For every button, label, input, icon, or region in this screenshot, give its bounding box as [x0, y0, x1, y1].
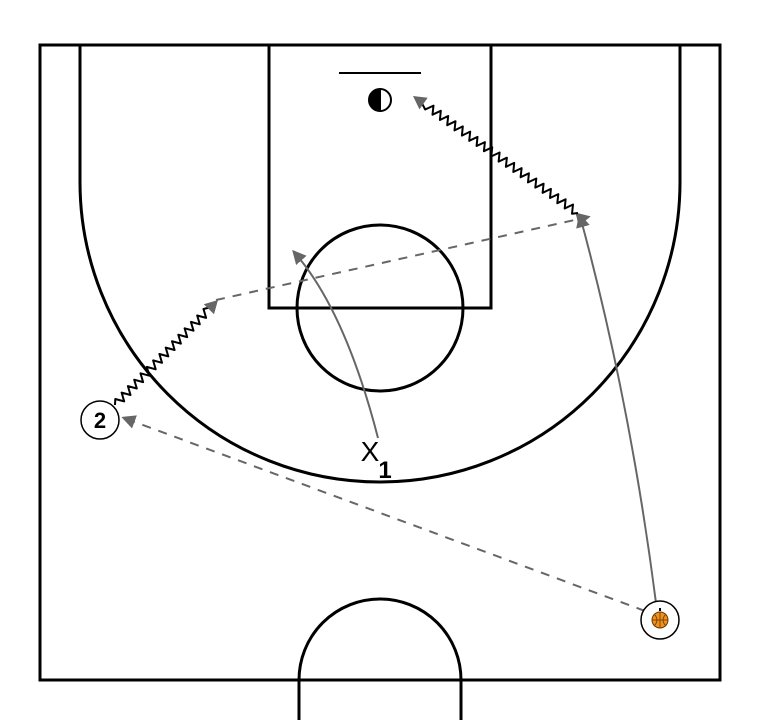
player-2-circle: [80, 400, 120, 440]
basket-icon: [368, 88, 392, 112]
three-point-line: [78, 45, 682, 484]
dribble-arrowhead-player-2: [203, 300, 218, 315]
center-circle: [297, 597, 463, 720]
court-lines: [38, 43, 722, 720]
dribble-line-to-basket: [420, 101, 579, 215]
dribble-arrowhead-to-basket: [413, 96, 428, 110]
movement-lines: [114, 96, 657, 612]
defender-1-mark: X: [361, 436, 380, 467]
player-2-label: 2: [94, 408, 106, 433]
basketball-icon: [651, 611, 669, 629]
player-2[interactable]: 2: [80, 400, 120, 440]
cut-line-defender: [292, 249, 379, 439]
free-throw-lane: [267, 43, 493, 310]
pass-line-to-wing: [215, 212, 591, 301]
ball-handler[interactable]: [640, 600, 680, 640]
dribble-line-player-2: [114, 306, 212, 406]
free-throw-circle: [295, 223, 465, 393]
defender-1-number: 1: [378, 457, 391, 484]
cut-line-ball-handler: [576, 213, 657, 604]
defender-1[interactable]: X 1: [361, 436, 392, 484]
pass-line-to-player-2: [121, 415, 646, 612]
